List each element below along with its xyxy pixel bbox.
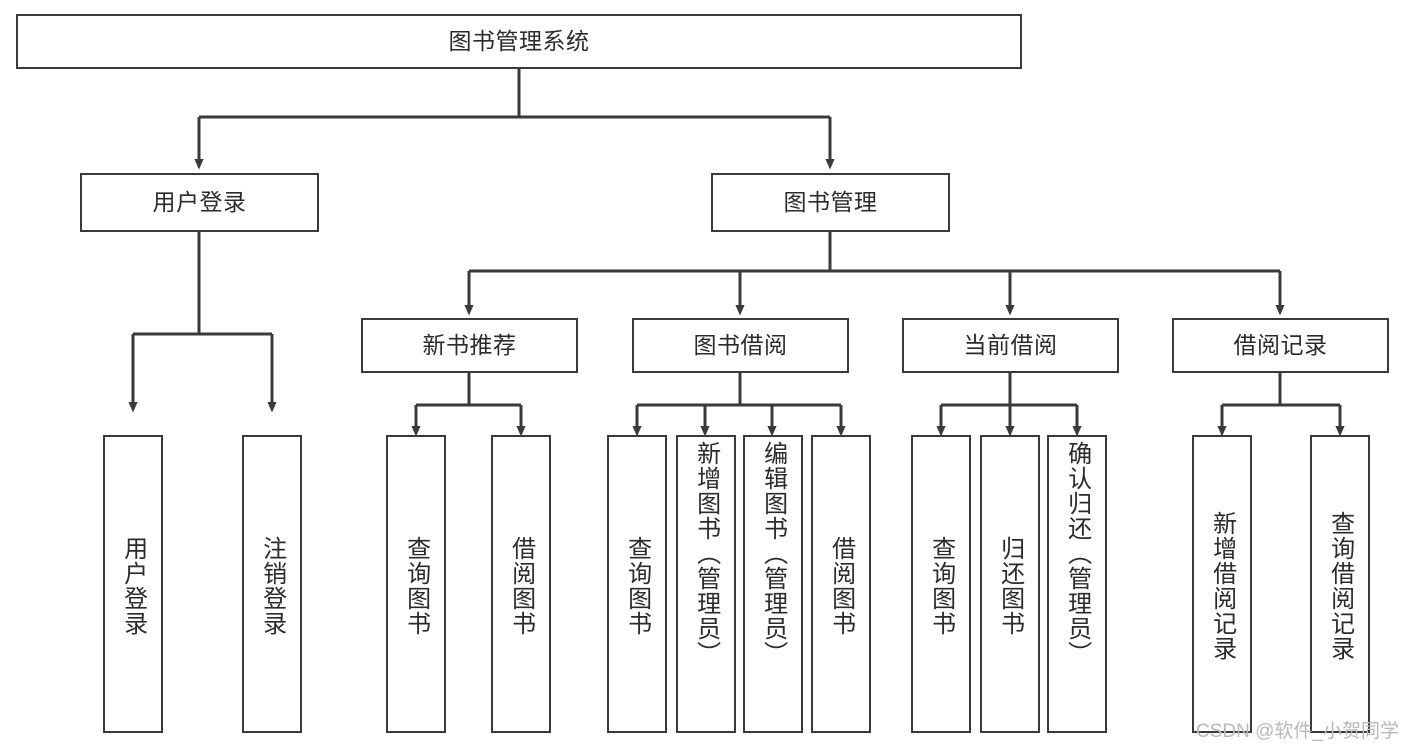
node-user-login[interactable]: 用户登录: [80, 173, 319, 232]
leaf-user-login-logout[interactable]: 注销登录: [242, 435, 302, 733]
node-label: 借阅图书: [827, 536, 855, 636]
node-current-borrow[interactable]: 当前借阅: [902, 318, 1119, 373]
node-root-system[interactable]: 图书管理系统: [16, 14, 1022, 69]
leaf-recommend-borrow-book[interactable]: 借阅图书: [491, 435, 551, 733]
leaf-borrow-add-book-admin[interactable]: 新增图书（管理员）: [676, 435, 736, 733]
leaf-borrow-query-book[interactable]: 查询图书: [607, 435, 667, 733]
leaf-borrow-borrow-book[interactable]: 借阅图书: [811, 435, 871, 733]
node-label: 图书管理系统: [448, 27, 590, 54]
node-book-borrow[interactable]: 图书借阅: [632, 318, 849, 373]
node-label: 确认归还（管理员）: [1063, 441, 1091, 666]
node-new-book-recommend[interactable]: 新书推荐: [361, 318, 578, 373]
node-label: 新书推荐: [422, 331, 517, 358]
node-label: 归还图书: [996, 536, 1024, 636]
leaf-current-confirm-return-admin[interactable]: 确认归还（管理员）: [1047, 435, 1107, 733]
node-label: 当前借阅: [963, 331, 1058, 358]
leaf-current-query-book[interactable]: 查询图书: [911, 435, 971, 733]
node-label: 用户登录: [119, 536, 147, 636]
watermark-text: CSDN @软件_小贺同学: [1196, 721, 1399, 742]
node-book-management[interactable]: 图书管理: [711, 173, 950, 232]
node-label: 借阅图书: [507, 536, 535, 636]
node-label: 查询图书: [402, 536, 430, 636]
node-label: 编辑图书（管理员）: [759, 441, 787, 666]
leaf-record-add-record[interactable]: 新增借阅记录: [1192, 435, 1252, 733]
node-label: 新增借阅记录: [1208, 511, 1236, 661]
node-label: 用户登录: [152, 188, 247, 215]
node-label: 查询图书: [623, 536, 651, 636]
leaf-current-return-book[interactable]: 归还图书: [980, 435, 1040, 733]
node-label: 图书管理: [783, 188, 878, 215]
node-label: 借阅记录: [1233, 331, 1328, 358]
node-label: 新增图书（管理员）: [692, 441, 720, 666]
leaf-borrow-edit-book-admin[interactable]: 编辑图书（管理员）: [743, 435, 803, 733]
node-label: 查询借阅记录: [1326, 511, 1354, 661]
node-label: 图书借阅: [693, 331, 788, 358]
leaf-recommend-query-book[interactable]: 查询图书: [386, 435, 446, 733]
node-borrow-record[interactable]: 借阅记录: [1172, 318, 1389, 373]
leaf-user-login-login[interactable]: 用户登录: [103, 435, 163, 733]
node-label: 查询图书: [927, 536, 955, 636]
leaf-record-query-record[interactable]: 查询借阅记录: [1310, 435, 1370, 733]
node-label: 注销登录: [258, 536, 286, 636]
